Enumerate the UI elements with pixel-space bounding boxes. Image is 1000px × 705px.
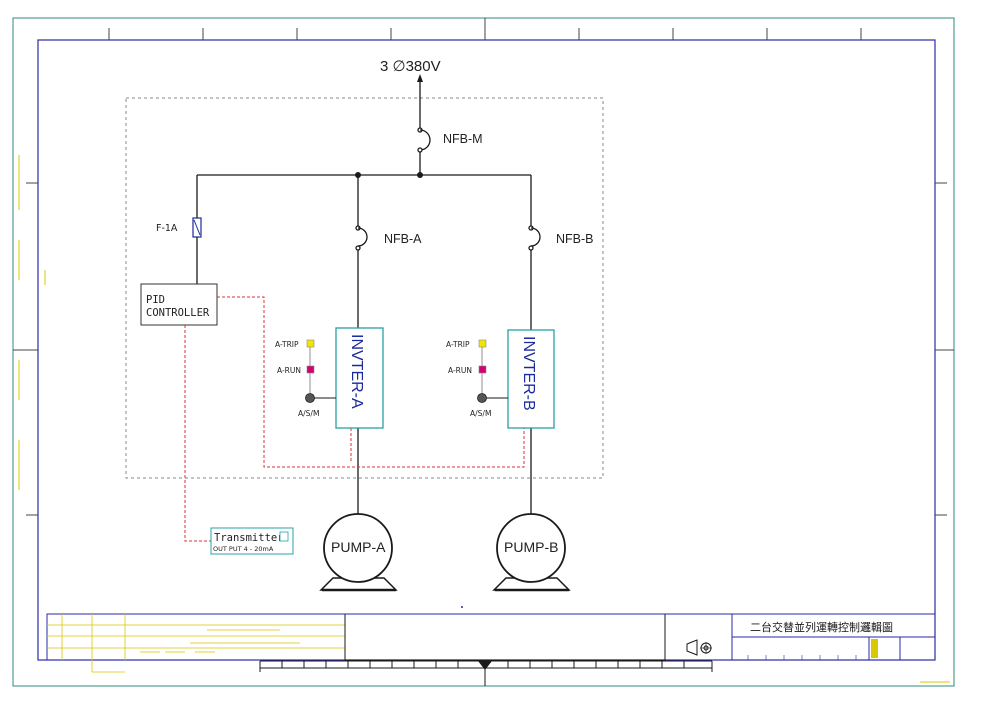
inverter-a-trip-lamp [306,339,315,348]
title-block [46,613,936,673]
inverter-a-trip-label: A-TRIP [275,340,299,349]
inverter-b-trip-label: A-TRIP [446,340,470,349]
centering-arrow [478,661,492,670]
pump-b [492,513,571,592]
inverter-b-run-lamp [478,365,487,374]
inverter-a-selector-switch [305,393,315,403]
junction-dot [355,172,361,178]
inverter-a-run-lamp [306,365,315,374]
fuse-label: F-1A [156,223,178,234]
junction-dot [417,172,423,178]
signal-wiring [184,296,525,542]
inverter-a-box [335,327,384,429]
transmitter-output: OUT PUT 4 - 20mA [213,545,274,553]
margin-marks [18,155,46,490]
zone-ticks-top [108,18,862,40]
inverter-a-label: INVTER-A [348,334,365,409]
pid-label: PID [146,294,165,306]
pump-b-label: PUMP-B [504,539,558,555]
supply-label: 3 ∅380V [380,58,441,75]
inverter-b-run-label: A-RUN [448,366,472,375]
control-panel-enclosure [125,97,604,479]
inverter-b-selector-label: A/S/M [470,409,491,418]
transmitter-box [210,527,294,555]
drawing-title: 二台交替並列運轉控制邏輯圖 [750,620,893,634]
inverter-b-label: INVTER-B [520,336,537,411]
pid-controller-label: CONTROLLER [146,307,210,319]
pid-controller-box [140,283,218,326]
drawing-frame [37,39,936,661]
inverter-b-trip-lamp [478,339,487,348]
breaker-b-label: NFB-B [556,232,594,246]
breaker-main-label: NFB-M [443,132,483,146]
zone-ticks-sides [13,182,954,516]
fuse-element [193,219,201,236]
power-wiring [196,74,541,517]
inverter-a-run-label: A-RUN [277,366,301,375]
center-mark [461,606,463,608]
inverter-b-box [507,329,555,429]
pump-a [319,513,398,592]
inverter-a-selector-label: A/S/M [298,409,319,418]
transmitter-title: Transmitter [214,532,284,544]
outer-border [12,17,955,687]
pump-a-label: PUMP-A [331,539,386,555]
inverter-b-selector-switch [477,393,487,403]
breaker-a-label: NFB-A [384,232,422,246]
transmitter-connector-icon [279,531,289,542]
